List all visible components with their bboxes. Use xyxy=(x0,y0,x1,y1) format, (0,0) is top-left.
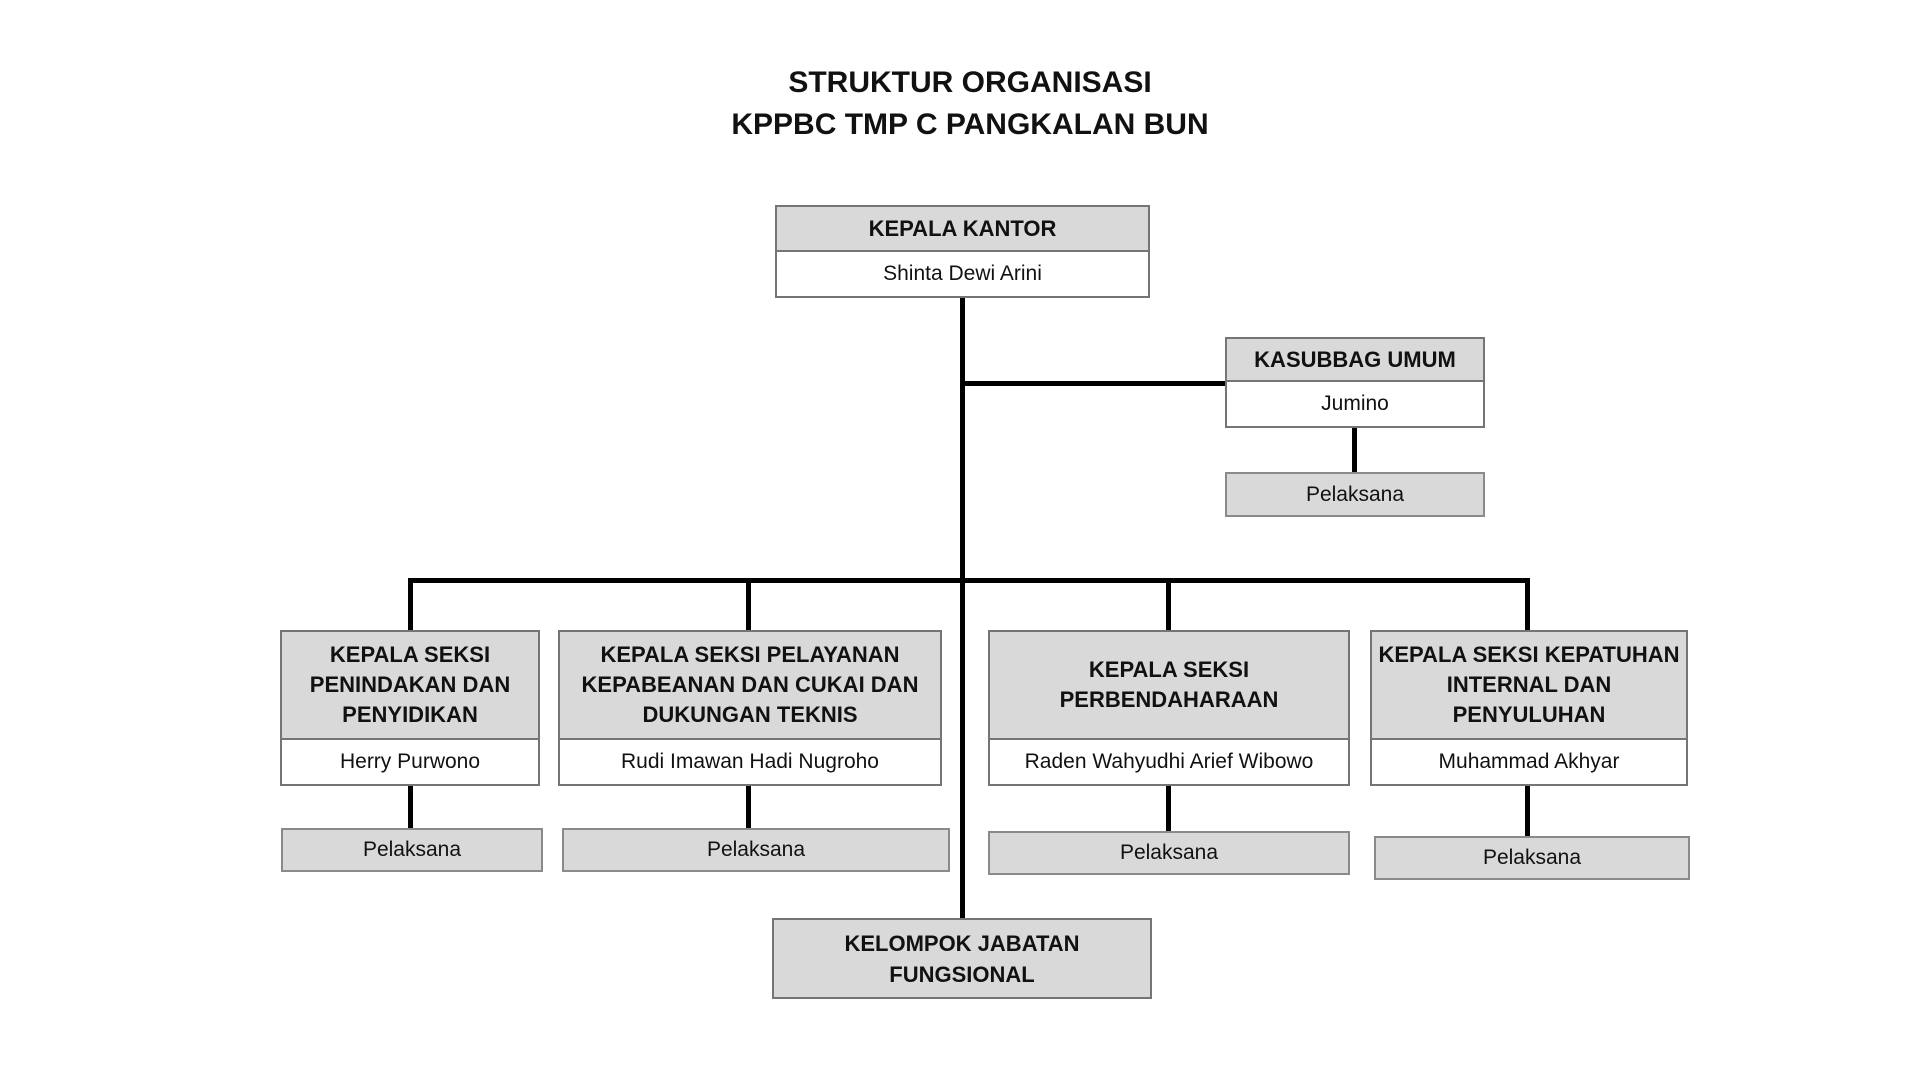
node-seksi-penindakan: KEPALA SEKSI PENINDAKAN DAN PENYIDIKAN H… xyxy=(280,630,540,786)
node-seksi-pelayanan: KEPALA SEKSI PELAYANAN KEPABEANAN DAN CU… xyxy=(558,630,942,786)
node-seksi-penindakan-name: Herry Purwono xyxy=(282,740,538,784)
node-kasubbag-umum-name: Jumino xyxy=(1227,382,1483,426)
connector-kasubbag-horizontal xyxy=(962,381,1227,386)
node-kepala-kantor: KEPALA KANTOR Shinta Dewi Arini xyxy=(775,205,1150,298)
node-seksi-perbendaharaan-title: KEPALA SEKSI PERBENDAHARAAN xyxy=(990,632,1348,740)
node-kepala-kantor-name: Shinta Dewi Arini xyxy=(777,252,1148,296)
connector-drop-seksi-4 xyxy=(1525,578,1530,632)
node-kelompok-jabatan-fungsional: KELOMPOK JABATAN FUNGSIONAL xyxy=(772,918,1152,999)
node-seksi-perbendaharaan: KEPALA SEKSI PERBENDAHARAAN Raden Wahyud… xyxy=(988,630,1350,786)
node-seksi-pelayanan-title: KEPALA SEKSI PELAYANAN KEPABEANAN DAN CU… xyxy=(560,632,940,740)
chart-title: STRUKTUR ORGANISASI KPPBC TMP C PANGKALA… xyxy=(520,62,1420,146)
connector-drop-seksi-1 xyxy=(408,578,413,632)
staff-box-kasubbag: Pelaksana xyxy=(1225,472,1485,517)
connector-staff-seksi-4 xyxy=(1525,784,1530,836)
node-kasubbag-umum: KASUBBAG UMUM Jumino xyxy=(1225,337,1485,428)
node-seksi-pelayanan-name: Rudi Imawan Hadi Nugroho xyxy=(560,740,940,784)
node-kepala-kantor-title: KEPALA KANTOR xyxy=(777,207,1148,252)
connector-drop-seksi-3 xyxy=(1166,578,1171,632)
connector-staff-seksi-1 xyxy=(408,784,413,829)
node-seksi-kepatuhan-title: KEPALA SEKSI KEPATUHAN INTERNAL DAN PENY… xyxy=(1372,632,1686,740)
chart-title-line2: KPPBC TMP C PANGKALAN BUN xyxy=(731,108,1209,141)
staff-box-seksi-pelayanan: Pelaksana xyxy=(562,828,950,872)
node-seksi-kepatuhan: KEPALA SEKSI KEPATUHAN INTERNAL DAN PENY… xyxy=(1370,630,1688,786)
node-seksi-perbendaharaan-name: Raden Wahyudhi Arief Wibowo xyxy=(990,740,1348,784)
connector-staff-seksi-2 xyxy=(746,784,751,829)
node-kasubbag-umum-title: KASUBBAG UMUM xyxy=(1227,339,1483,382)
node-seksi-penindakan-title: KEPALA SEKSI PENINDAKAN DAN PENYIDIKAN xyxy=(282,632,538,740)
chart-title-line1: STRUKTUR ORGANISASI xyxy=(788,66,1152,99)
connector-children-horizontal xyxy=(408,578,1530,583)
staff-box-seksi-penindakan: Pelaksana xyxy=(281,828,543,872)
connector-staff-seksi-3 xyxy=(1166,784,1171,831)
connector-kasubbag-staff xyxy=(1352,426,1357,472)
node-seksi-kepatuhan-name: Muhammad Akhyar xyxy=(1372,740,1686,784)
connector-main-vertical xyxy=(960,297,965,920)
staff-box-seksi-perbendaharaan: Pelaksana xyxy=(988,831,1350,875)
connector-drop-seksi-2 xyxy=(746,578,751,632)
staff-box-seksi-kepatuhan: Pelaksana xyxy=(1374,836,1690,880)
